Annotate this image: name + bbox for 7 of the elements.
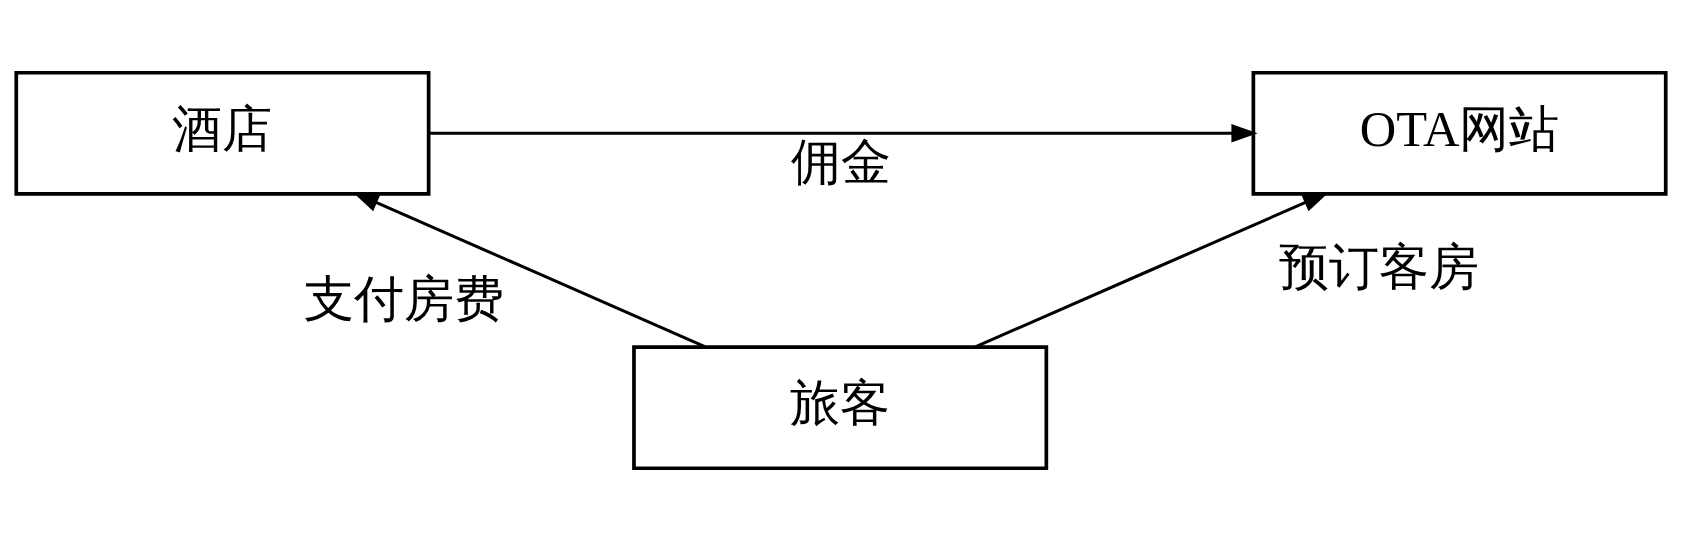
- node-box: 旅客: [632, 344, 1049, 470]
- edge-label: 预订客房: [1279, 238, 1480, 295]
- node-box: 酒店: [14, 70, 431, 196]
- arrow: [428, 123, 1258, 143]
- node-box: OTA网站: [1251, 70, 1668, 196]
- edge-label: 支付房费: [303, 270, 504, 327]
- edge-label: 佣金: [791, 133, 891, 190]
